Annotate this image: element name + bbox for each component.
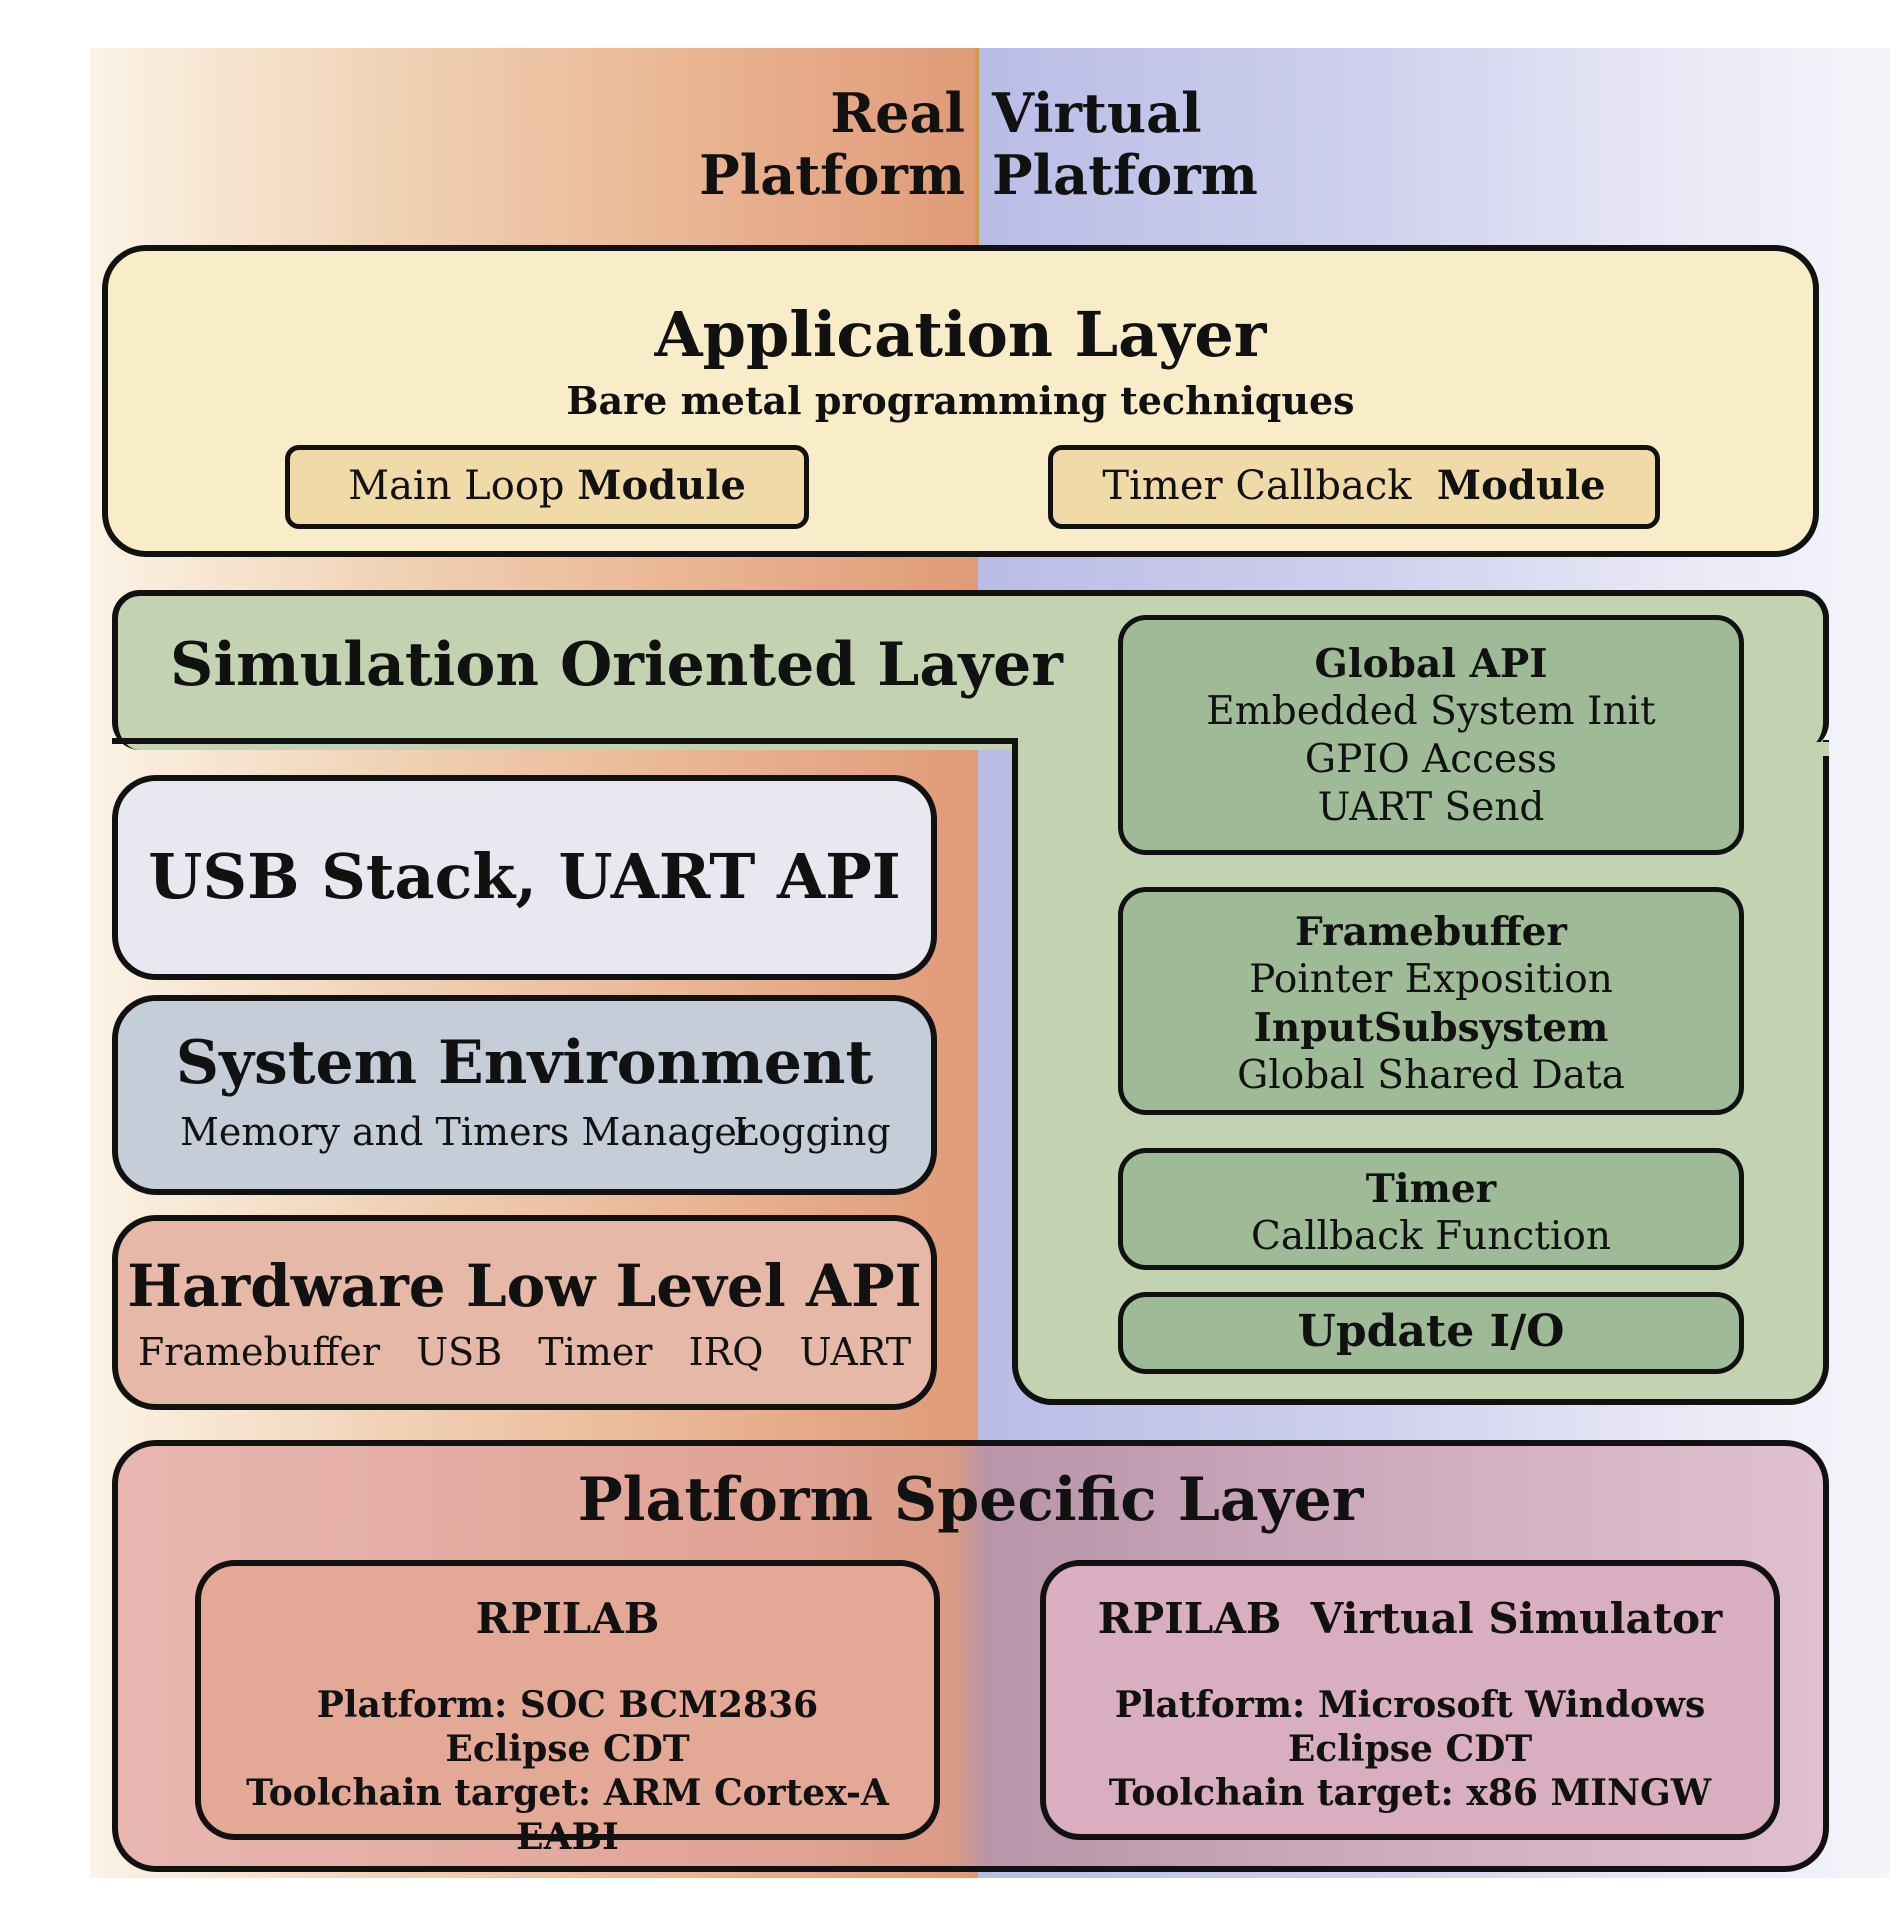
timer-title: Timer: [1365, 1166, 1497, 1212]
rpilab-title: RPILAB: [475, 1594, 660, 1643]
rpilab-virtual-line: Eclipse CDT: [1287, 1728, 1533, 1770]
hardware-low-level-api-box: [112, 1215, 937, 1410]
module-label: Module: [577, 462, 746, 509]
framebuffer-box: Framebuffer Pointer Exposition InputSubs…: [1118, 887, 1744, 1115]
timer-callback-module: Timer Callback Module: [1048, 445, 1660, 529]
rpilab-line: Eclipse CDT: [445, 1728, 690, 1770]
global-api-line: GPIO Access: [1304, 737, 1558, 782]
virtual-platform-header: Virtual Platform: [992, 82, 1258, 206]
real-label: Real: [830, 81, 965, 145]
framebuffer-line: Pointer Exposition: [1249, 957, 1613, 1002]
simulation-layer-corner: [1012, 738, 1018, 758]
rpilab-real-box: RPILAB Platform: SOC BCM2836 Eclipse CDT…: [195, 1560, 940, 1858]
main-loop-label: Main Loop: [348, 463, 578, 509]
update-io-box: Update I/O: [1118, 1292, 1744, 1374]
application-layer-subtitle: Bare metal programming techniques: [566, 378, 1355, 423]
memory-timers-manager-label: Memory and Timers Manager: [180, 1110, 755, 1154]
platform-specific-layer-title: Platform Specific Layer: [577, 1465, 1364, 1535]
logging-label: Logging: [733, 1110, 891, 1154]
system-environment-title: System Environment: [175, 1028, 874, 1098]
global-api-line: UART Send: [1317, 785, 1545, 830]
rpilab-virtual-line: Toolchain target: x86 MINGW: [1108, 1772, 1712, 1814]
usb-stack-box: [112, 775, 937, 980]
timer-box: Timer Callback Function: [1118, 1148, 1744, 1270]
framebuffer-title: Framebuffer: [1295, 909, 1567, 955]
virtual-label: Virtual: [992, 81, 1202, 145]
main-loop-module: Main Loop Module: [285, 445, 809, 529]
platform-label-right: Platform: [992, 143, 1258, 207]
hardware-low-level-api-title: Hardware Low Level API: [127, 1252, 922, 1320]
real-platform-header: Real Platform: [699, 82, 965, 206]
rpilab-virtual-box: RPILAB Virtual Simulator Platform: Micro…: [1040, 1560, 1780, 1840]
system-environment-box: [112, 995, 937, 1195]
rpilab-line: Platform: SOC BCM2836: [316, 1684, 819, 1726]
input-subsystem-line: Global Shared Data: [1237, 1053, 1625, 1098]
hardware-components-label: Framebuffer USB Timer IRQ UART: [137, 1330, 912, 1374]
rpilab-line: Toolchain target: ARM Cortex-A EABI: [246, 1772, 889, 1858]
usb-stack-title: USB Stack, UART API: [148, 840, 901, 913]
module-label: Module: [1436, 462, 1606, 509]
timer-callback-label: Timer Callback: [1102, 463, 1437, 509]
global-api-title: Global API: [1314, 641, 1548, 687]
simulation-layer-title: Simulation Oriented Layer: [170, 630, 1063, 700]
platform-divider: [975, 48, 979, 248]
rpilab-virtual-title: RPILAB Virtual Simulator: [1097, 1594, 1723, 1643]
timer-line: Callback Function: [1250, 1214, 1611, 1259]
input-subsystem-title: InputSubsystem: [1253, 1005, 1609, 1051]
global-api-box: Global API Embedded System Init GPIO Acc…: [1118, 615, 1744, 855]
application-layer-title: Application Layer: [654, 298, 1267, 371]
simulation-layer-edge: [112, 738, 1018, 744]
global-api-line: Embedded System Init: [1206, 689, 1656, 734]
rpilab-virtual-line: Platform: Microsoft Windows: [1114, 1684, 1706, 1726]
platform-label-left: Platform: [699, 143, 965, 207]
